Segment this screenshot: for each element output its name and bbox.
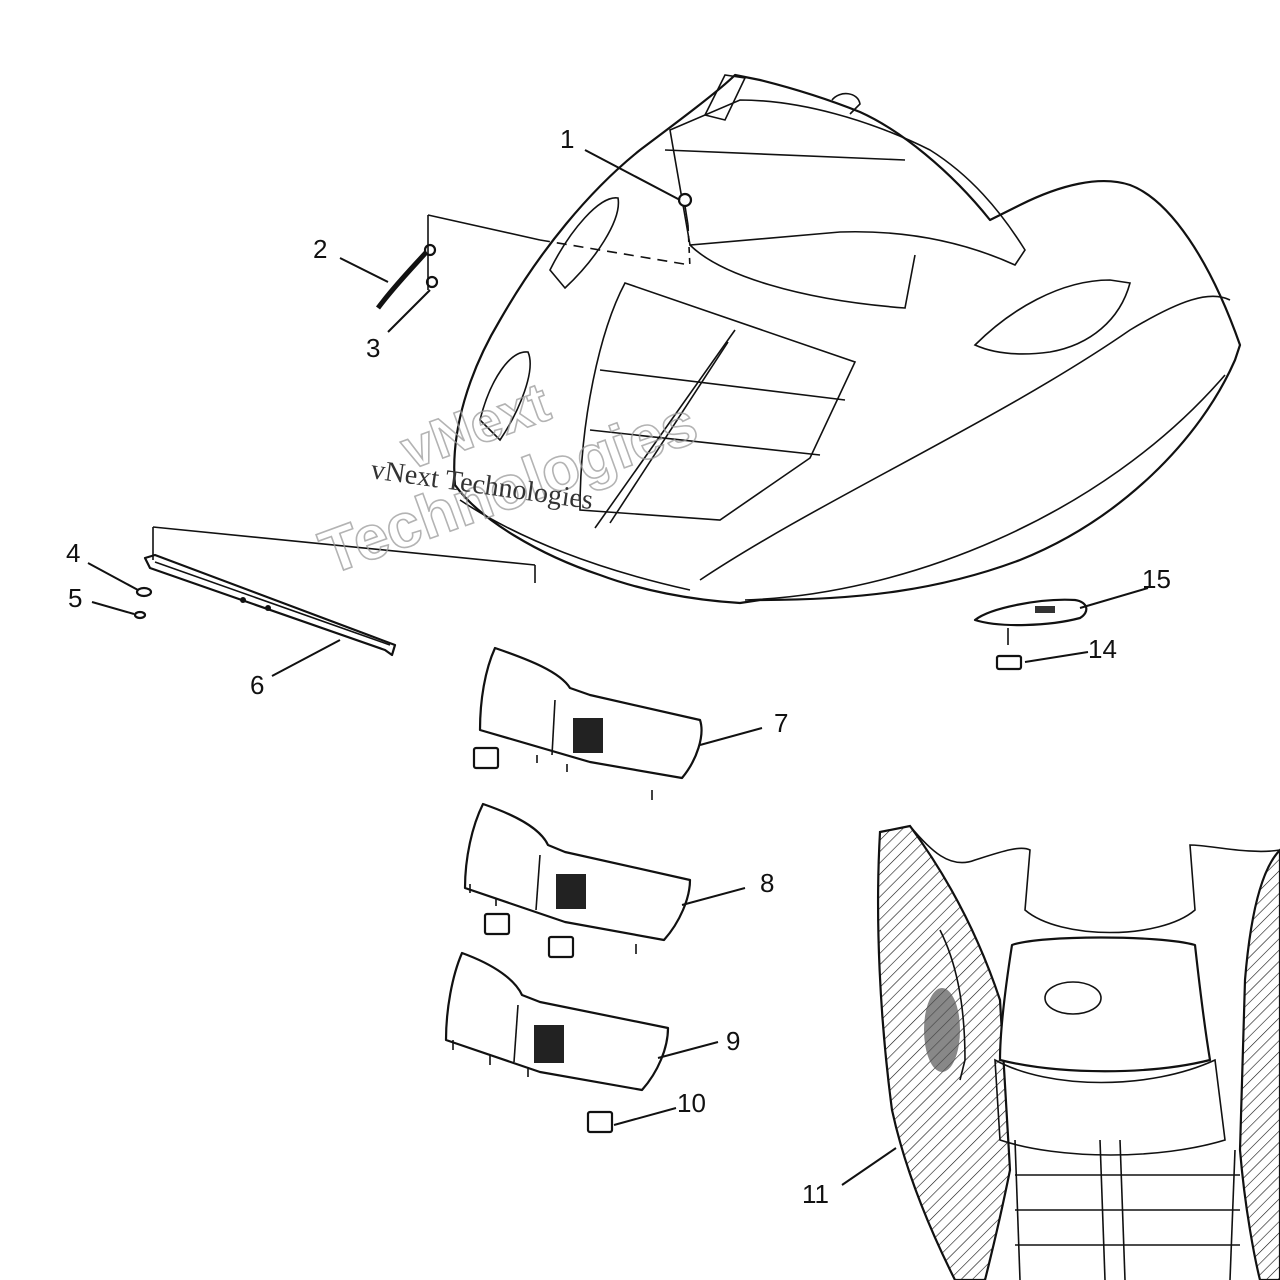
part-8-panel [463, 802, 746, 959]
callout-9: 9 [726, 1026, 740, 1056]
callout-10: 10 [677, 1088, 706, 1118]
part-10-clip [586, 1107, 677, 1134]
part-2-trim-strip [339, 214, 691, 310]
hood-assembly [453, 73, 1242, 605]
part-5-nut [91, 601, 147, 620]
callout-labels: 1 2 3 4 5 6 7 8 9 10 11 14 15 [66, 124, 1171, 1209]
part-1-screw [584, 149, 693, 269]
callout-3: 3 [366, 333, 380, 363]
part-14-clip [995, 651, 1089, 671]
part-3-fastener [387, 289, 431, 333]
callout-8: 8 [760, 868, 774, 898]
callout-15: 15 [1142, 564, 1171, 594]
callout-6: 6 [250, 670, 264, 700]
part-9-panel [444, 951, 719, 1092]
callout-4: 4 [66, 538, 80, 568]
callout-2: 2 [313, 234, 327, 264]
callout-7: 7 [774, 708, 788, 738]
part-6-lip-trim [143, 526, 536, 677]
part-7-panel [472, 646, 763, 800]
callout-11: 11 [802, 1179, 829, 1209]
callout-1: 1 [560, 124, 574, 154]
part-15-emblem [973, 587, 1149, 645]
callout-14: 14 [1088, 634, 1117, 664]
part-11-hood-underside [841, 824, 1280, 1280]
callout-5: 5 [68, 583, 82, 613]
part-4-washer [87, 562, 153, 598]
